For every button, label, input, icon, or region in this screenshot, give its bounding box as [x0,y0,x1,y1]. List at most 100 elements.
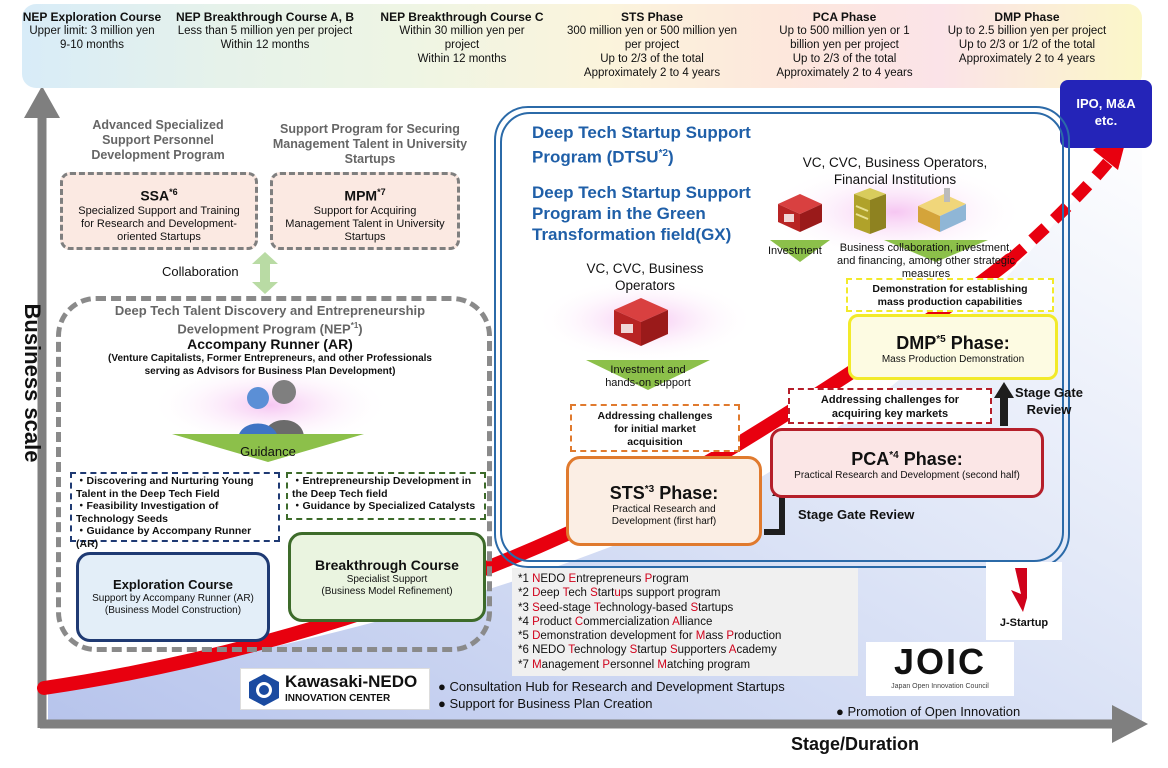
ssa-heading: Advanced Specialized Support Personnel D… [60,118,256,163]
mpm-desc-line: Support for Acquiring [313,204,417,217]
collaboration-label: Collaboration [162,264,239,279]
list-item: ・Guidance by Accompany Runner (AR) [76,525,252,550]
legend-lines: *1 NEDO Entrepreneurs Program*2 Deep Tec… [518,572,852,672]
glow-vc-top [765,162,1025,262]
guidance-label: Guidance [240,444,296,459]
investment-arrow-icon [770,240,830,262]
legend-part: A [672,615,680,628]
ipo-line: IPO, M&A [1076,96,1136,111]
legend-part: ntrepreneurs [576,573,645,585]
legend-part: emonstration development for [540,630,696,643]
stage-gate-line: Stage Gate [1015,385,1083,400]
legend-part: E [568,573,577,585]
legend-part: P [532,615,540,628]
ssa-title: SSA*6 [63,183,255,205]
banner-col-line: Upper limit: 3 million yen [29,25,155,37]
vc-top-collab: Business collaboration, investment, and … [826,242,1026,281]
legend-part: P [602,658,611,671]
legend-part: eep [540,587,563,600]
list-item: ・Guidance by Specialized Catalysts [292,500,476,513]
advisor-people-icon [238,380,304,440]
collaboration-arrow-icon [252,252,278,294]
legend-part: roduction [734,630,782,643]
mpm-desc-line: Startups [344,230,386,243]
gx-title-line: Transformation field(GX) [532,225,732,244]
legend-part: S [669,644,678,657]
factory-building-icon [918,188,966,232]
ssa-desc-line: oriented Startups [117,230,201,243]
banner-col-head: NEP Breakthrough Course A, B [175,10,355,24]
banner-col-dmp: DMP Phase Up to 2.5 billion yen per proj… [937,10,1117,66]
vc-top-label: VC, CVC, Business Operators, Financial I… [780,154,1010,188]
guidance-arrow-icon [172,434,364,462]
store-building-icon [614,298,668,346]
pca-challenge-box: Addressing challenges for acquiring key … [788,388,992,424]
legend-part: S [629,644,638,657]
legend-item: *2 Deep Tech Startups support program [518,586,852,600]
legend-part: eed-stage [539,601,594,614]
mpm-title: MPM*7 [273,183,457,205]
investment-label: Investment [768,245,822,257]
sts-phase-box: STS*3 Phase: Practical Research and Deve… [566,456,762,546]
ipo-line: etc. [1094,113,1118,128]
banner-col-line: Approximately 2 to 4 years [583,67,721,79]
mpm-heading-line: Startups [344,152,396,166]
pca-title-text: PCA [851,449,890,469]
legend-item: *7 Management Personnel Matching program [518,658,852,672]
funding-banner: NEP Exploration Course Upper limit: 3 mi… [22,4,1142,88]
ar-desc-line: (Venture Capitalists, Former Entrepreneu… [108,353,432,364]
banner-col-line: Up to 2/3 or 1/2 of the total [958,39,1096,51]
vc-mid-inv-line: hands-on support [605,377,691,389]
pca-phase-box: PCA*4 Phase: Practical Research and Deve… [770,428,1044,498]
sts-sup: *3 [644,484,655,495]
list-item: the Deep Tech field [292,487,388,500]
nep-heading-line: Deep Tech Talent Discovery and Entrepren… [114,303,426,318]
x-axis-arrow-icon [1112,705,1148,743]
legend-part: u [614,587,621,600]
legend-part: ech [568,587,591,600]
stage-gate-label: Stage Gate Review [798,507,915,522]
legend-part: T [568,644,575,657]
ar-title: Accompany Runner (AR) [187,336,353,352]
nep-sup: *1 [350,321,359,330]
legend-part: echnology-based [599,601,691,614]
dmp-challenge-line: mass production capabilities [877,296,1023,308]
joic-logo: JOIC Japan Open Innovation Council [866,642,1014,696]
banner-col-head: DMP Phase [994,10,1060,24]
legend-part: ass [705,630,727,643]
pca-title: PCA*4 Phase: [773,445,1041,470]
j-startup-icon [1011,568,1027,612]
vc-top-line: Financial Institutions [833,172,957,187]
ar-desc: (Venture Capitalists, Former Entrepreneu… [70,352,470,378]
exploration-title: Exploration Course [113,577,233,592]
sts-desc: Development (first harf) [611,516,717,527]
legend-part: T [593,601,600,614]
dmp-title-end: Phase: [945,333,1010,353]
breakthrough-desc: Specialist Support [346,574,428,585]
legend-part: P [644,573,653,585]
bullet-text: Support for Business Plan Creation [449,696,653,711]
dmp-desc: Mass Production Demonstration [881,354,1025,365]
legend-part: ps support program [620,587,721,600]
pca-challenge-line: acquiring key markets [831,408,949,420]
dmp-challenge-box: Demonstration for establishing mass prod… [846,278,1054,312]
vc-collab-line: measures [901,268,951,280]
nep-heading-text: Development Program (NEP [177,321,351,337]
ssa-desc-line: for Research and Development- [81,217,237,230]
open-innovation-item: ● Promotion of Open Innovation [836,704,1021,719]
dmp-phase-box: DMP*5 Phase: Mass Production Demonstrati… [848,314,1058,380]
kawasaki-line1: Kawasaki-NEDO [285,672,418,691]
legend-item: *5 Demonstration development for Mass Pr… [518,629,852,643]
legend-part: D [532,630,541,643]
nep-heading: Deep Tech Talent Discovery and Entrepren… [80,303,460,336]
legend-part: S [532,601,540,614]
sts-desc: Practical Research and [612,504,716,515]
dmp-challenge-line: Demonstration for establishing [872,283,1028,295]
legend-num: *7 [518,658,533,671]
dtsu-title-end: ) [668,147,674,167]
pca-desc: Practical Research and Development (seco… [794,470,1020,481]
banner-col-line: Less than 5 million yen per project [177,25,353,37]
legend-num: *2 [518,587,533,600]
stage-gate-label-2: Stage Gate Review [1004,384,1094,418]
dmp-sup: *5 [936,334,946,345]
